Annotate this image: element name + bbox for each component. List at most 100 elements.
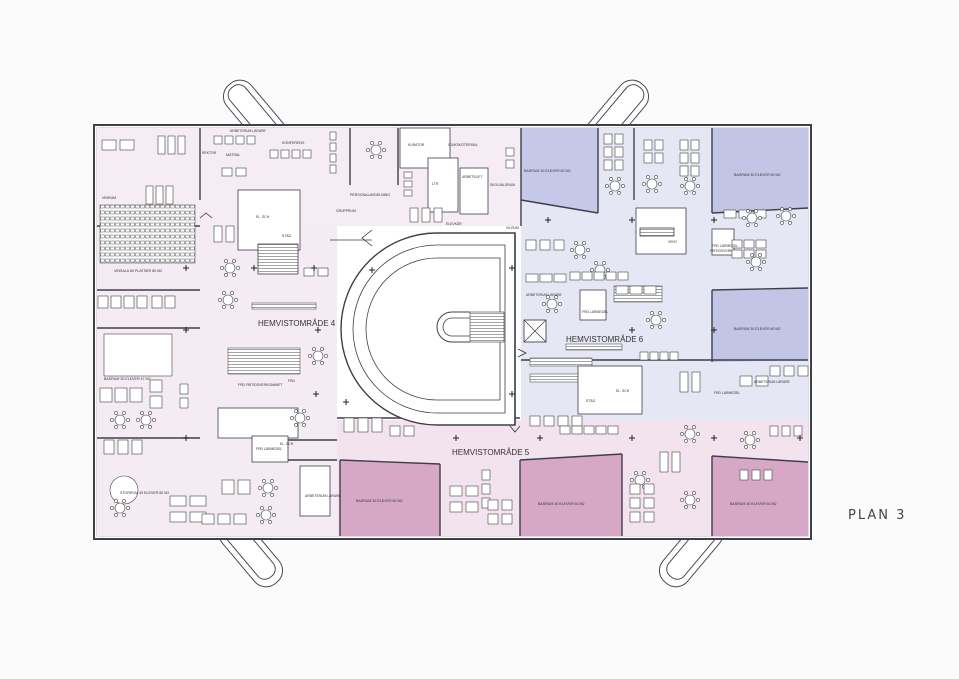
table xyxy=(743,249,755,259)
table xyxy=(501,513,513,525)
table xyxy=(543,415,555,427)
table xyxy=(114,387,128,403)
table xyxy=(529,415,541,427)
vent-label: VENT xyxy=(668,240,677,244)
table xyxy=(614,146,624,158)
round-table xyxy=(744,445,748,449)
table xyxy=(629,497,641,509)
round-table xyxy=(232,273,236,277)
round-table xyxy=(114,502,126,514)
table xyxy=(103,439,115,455)
round-table xyxy=(750,267,754,271)
round-table xyxy=(114,411,118,415)
table xyxy=(649,351,659,361)
wc-label: EL. SCH xyxy=(616,389,630,393)
round-table xyxy=(646,178,658,190)
round-table xyxy=(658,182,662,186)
round-table xyxy=(617,177,621,181)
round-table xyxy=(558,302,562,306)
table xyxy=(155,185,164,205)
table xyxy=(179,397,189,409)
kurator-label: KURATOR xyxy=(408,143,425,147)
table xyxy=(343,417,355,433)
round-table xyxy=(758,253,762,257)
round-table xyxy=(646,175,650,179)
round-table xyxy=(602,261,606,265)
round-table xyxy=(110,418,114,422)
round-table xyxy=(366,148,370,152)
round-table xyxy=(752,431,756,435)
table xyxy=(617,271,629,281)
table xyxy=(167,135,176,155)
ltr-label: LTR xyxy=(432,182,439,186)
table xyxy=(793,425,803,437)
table xyxy=(233,513,247,525)
table xyxy=(769,365,781,377)
table xyxy=(571,425,583,435)
round-table xyxy=(696,184,700,188)
table xyxy=(213,225,223,243)
round-table xyxy=(294,423,298,427)
rektor-label: REKTOR xyxy=(202,151,217,155)
round-table xyxy=(762,260,766,264)
table xyxy=(169,495,187,507)
table xyxy=(465,501,479,513)
table xyxy=(329,153,337,163)
round-table xyxy=(324,354,328,358)
round-table xyxy=(122,513,126,517)
round-table xyxy=(684,425,688,429)
frd-fritid-label: FRD FRITIDSVERKSAMHET xyxy=(238,383,282,387)
round-table xyxy=(370,141,374,145)
table xyxy=(246,135,256,145)
table xyxy=(505,159,515,169)
round-table xyxy=(222,291,226,295)
table xyxy=(149,379,163,393)
vinrum-label: VINRUM xyxy=(102,196,116,200)
table xyxy=(145,185,154,205)
table xyxy=(403,180,413,188)
round-table xyxy=(654,175,658,179)
skolval-label: SKOLVALSRUM xyxy=(490,183,515,187)
table xyxy=(409,207,419,223)
frd-larmedel-label: FRD LÄRMEDEL xyxy=(582,310,608,314)
round-table xyxy=(752,445,756,449)
konferens-label: KONFERENS xyxy=(282,141,305,145)
round-table xyxy=(312,350,324,362)
round-table xyxy=(740,438,744,442)
table xyxy=(97,295,109,309)
round-table xyxy=(684,428,696,440)
round-table xyxy=(302,409,306,413)
round-table xyxy=(262,482,274,494)
table xyxy=(317,267,329,277)
table xyxy=(329,164,337,174)
table xyxy=(539,273,553,283)
round-table xyxy=(262,493,266,497)
round-table xyxy=(692,425,696,429)
plus-markers xyxy=(183,217,803,441)
round-table xyxy=(650,314,662,326)
arbetsrum-label: ARBETSRUM LÄRARE xyxy=(305,494,342,498)
table xyxy=(615,285,629,295)
table xyxy=(629,511,641,523)
matsal-label: MATSAL xyxy=(226,153,240,157)
round-table xyxy=(586,248,590,252)
round-table xyxy=(654,189,658,193)
table xyxy=(99,387,113,403)
round-table xyxy=(542,302,546,306)
table xyxy=(221,479,235,495)
arbetsrum-label: ARBETSRUM LÄRARE xyxy=(230,129,267,133)
table xyxy=(643,483,655,495)
round-table xyxy=(780,221,784,225)
stad-label: STÄD xyxy=(586,399,596,403)
table xyxy=(157,135,166,155)
round-table xyxy=(110,506,114,510)
table xyxy=(403,189,413,197)
table xyxy=(603,133,613,145)
round-table xyxy=(302,423,306,427)
round-table xyxy=(114,499,118,503)
round-table xyxy=(122,425,126,429)
round-table xyxy=(642,471,646,475)
table xyxy=(643,511,655,523)
round-table xyxy=(546,298,558,310)
table xyxy=(371,417,383,433)
